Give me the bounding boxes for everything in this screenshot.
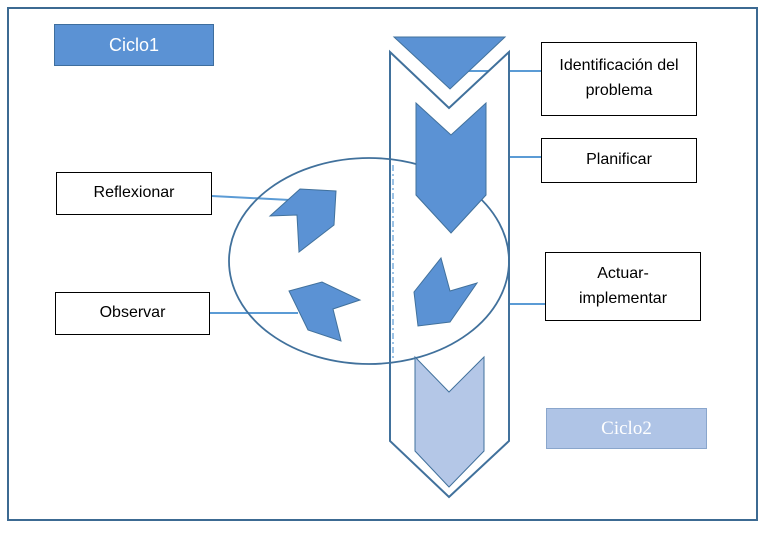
act-arrow-icon [413,256,479,327]
cycle-ellipse [228,157,510,365]
identify-box: Identificación del problema [541,42,697,116]
cycle2-label: Ciclo2 [601,417,652,439]
act-box: Actuar-implementar [545,252,701,321]
observe-box: Observar [55,292,210,335]
reflect-arrow-icon [268,188,337,253]
observe-label: Observar [99,304,166,322]
act-label: Actuar-implementar [578,264,668,307]
cycle2-tag: Ciclo2 [546,408,707,449]
identify-triangle [392,36,507,90]
observe-arrow-icon [288,281,362,342]
plan-label: Planificar [586,151,652,169]
reflect-box: Reflexionar [56,172,212,215]
reflect-label: Reflexionar [93,184,175,202]
cycle1-label: Ciclo1 [108,34,160,55]
cycle1-tag: Ciclo1 [54,24,214,66]
connector-reflect [211,195,291,201]
cycle2-chevron [414,355,485,488]
diagram-frame [7,7,758,521]
plan-chevron [415,101,487,234]
plan-box: Planificar [541,138,697,183]
identify-label: Identificación del problema [559,57,679,99]
